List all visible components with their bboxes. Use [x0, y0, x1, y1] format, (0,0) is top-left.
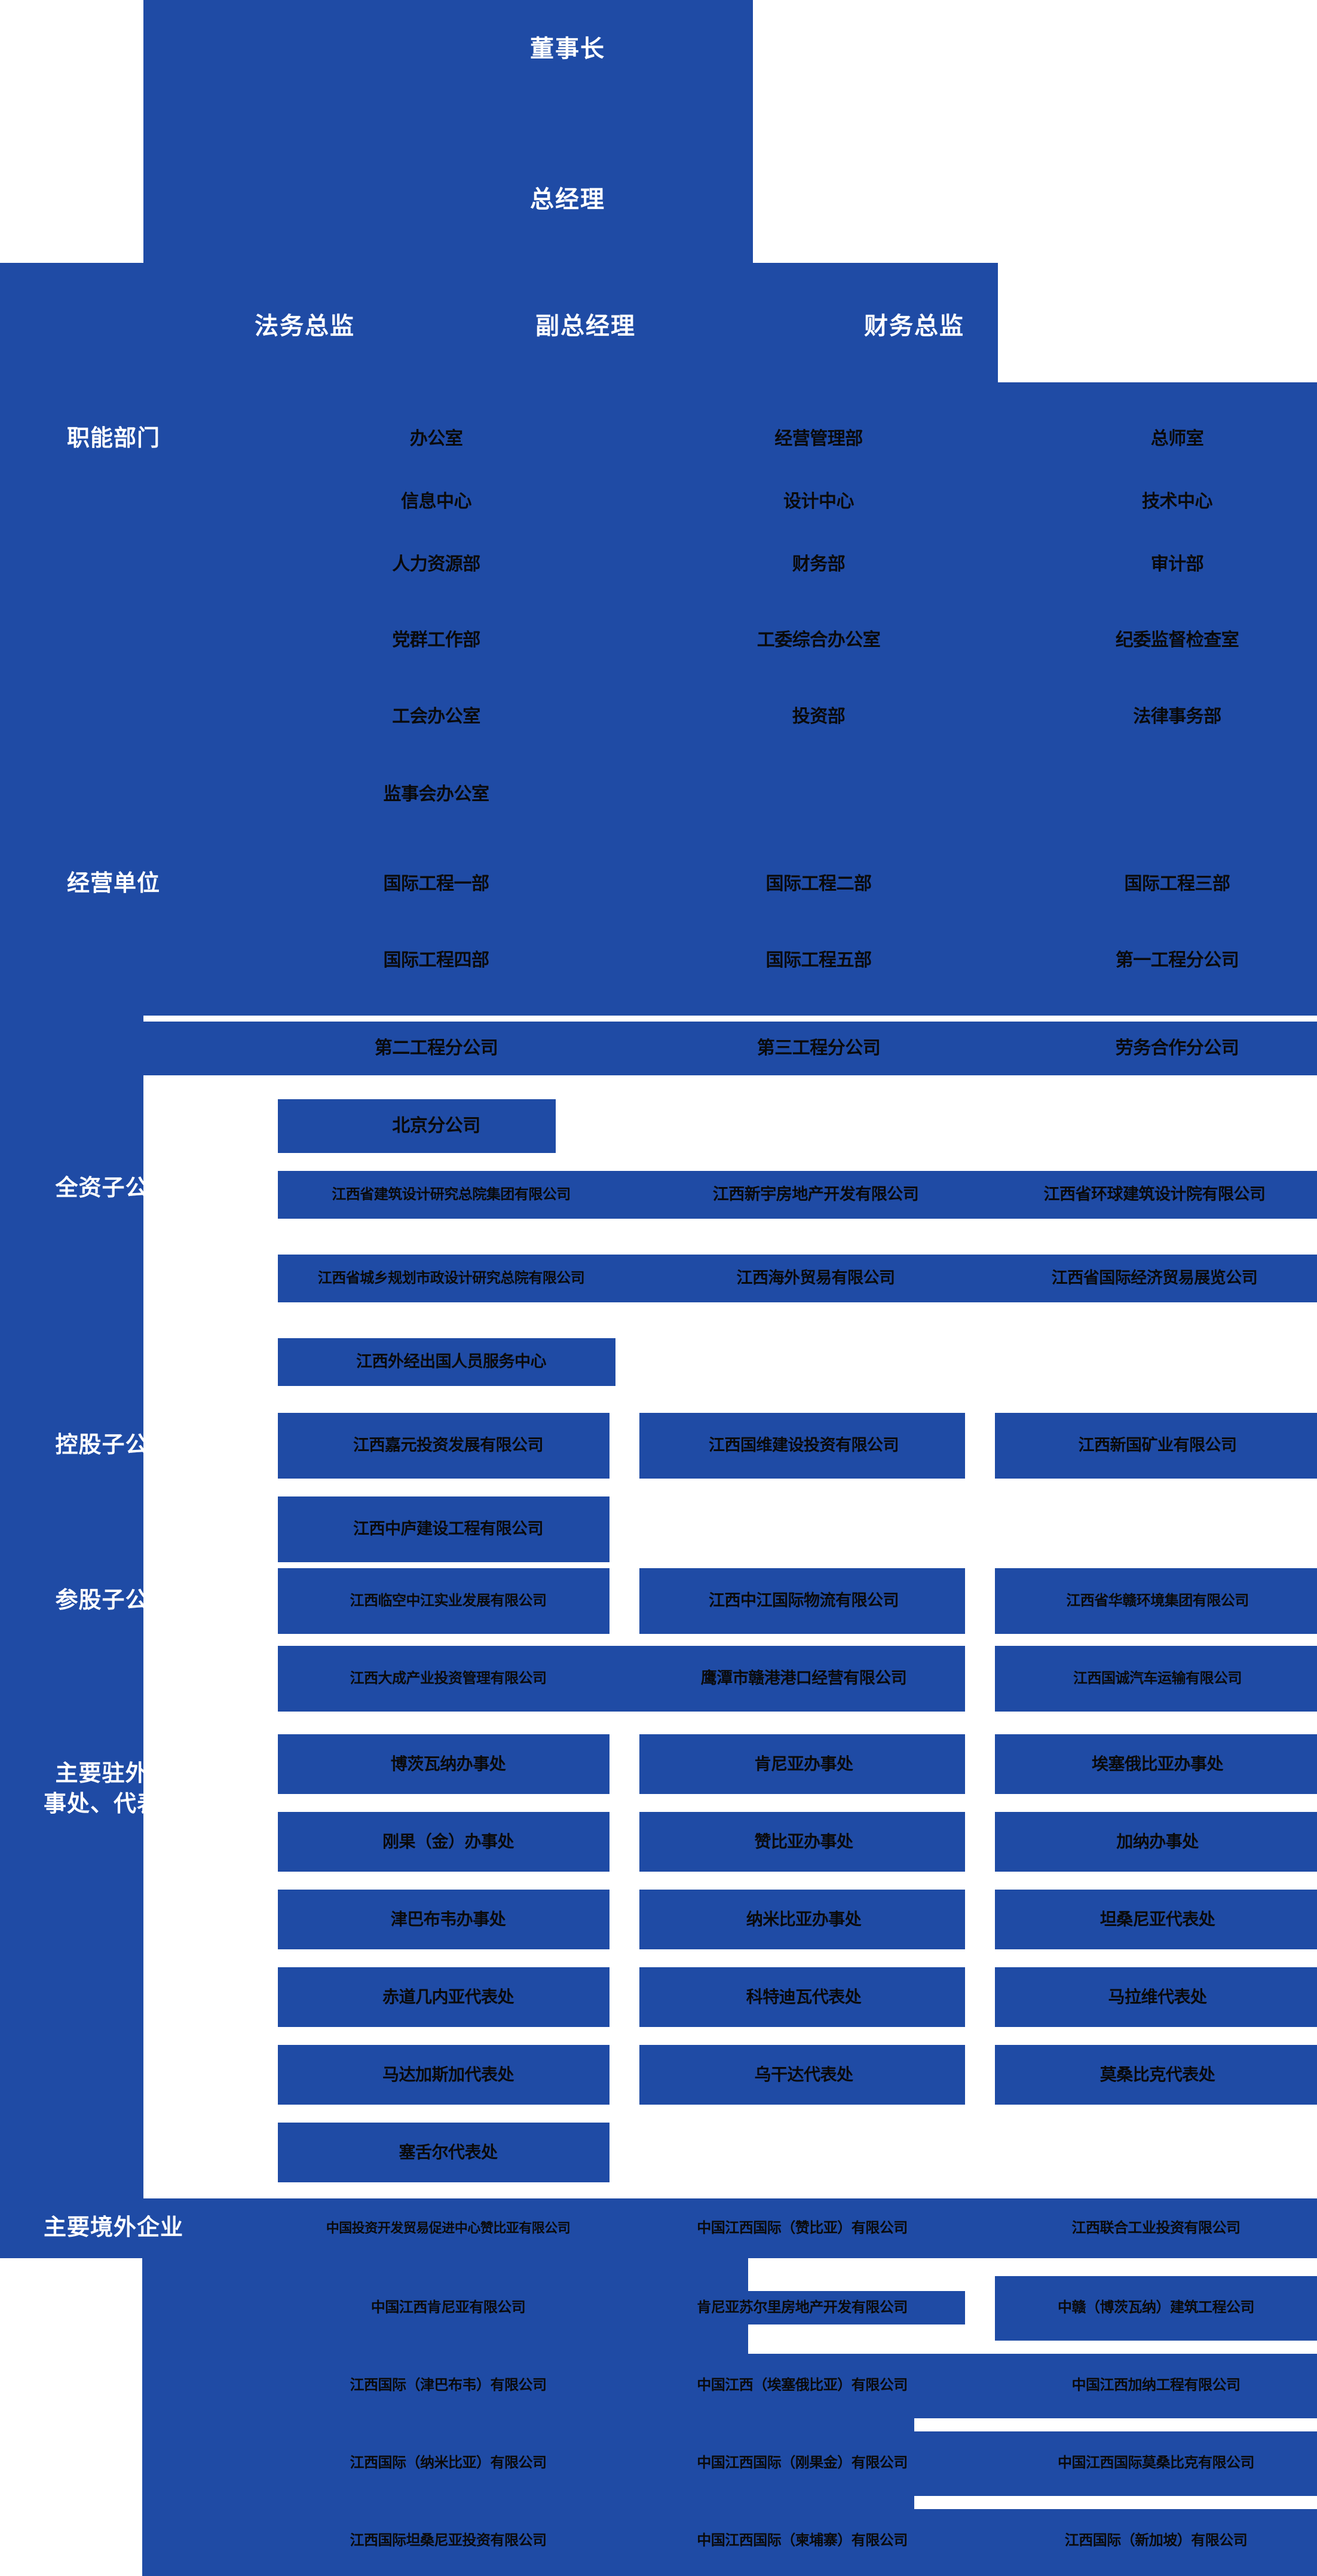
wholly-owned-cell[interactable]: 江西省环球建筑设计院有限公司	[992, 1178, 1317, 1212]
dept-cell[interactable]: 法律事务部	[1052, 702, 1303, 732]
overseas-enterprise-cell[interactable]: 江西国际坦桑尼亚投资有限公司	[281, 2524, 615, 2557]
dept-cell[interactable]: 党群工作部	[323, 625, 550, 655]
dept-cell[interactable]: 审计部	[1052, 550, 1303, 579]
dept-cell[interactable]: 纪委监督检查室	[1052, 625, 1303, 655]
section-label-holding-subsidiaries: 控股子公司	[55, 1433, 172, 1458]
business-unit-cell[interactable]: 国际工程一部	[323, 869, 550, 899]
dept-cell[interactable]: 信息中心	[323, 487, 550, 517]
representative-office-cell[interactable]: 纳米比亚办事处	[642, 1903, 965, 1936]
section-label-business-units: 经营单位	[66, 871, 160, 897]
dept-cell[interactable]: 经营管理部	[687, 424, 950, 454]
holding-subsidiary-cell[interactable]: 江西国维建设投资有限公司	[642, 1429, 965, 1462]
equity-subsidiary-cell[interactable]: 鹰潭市赣港港口经营有限公司	[642, 1662, 965, 1695]
rep-office-label-line1: 主要驻外办	[55, 1761, 172, 1786]
overseas-enterprise-cell[interactable]: 江西联合工业投资有限公司	[995, 2212, 1317, 2245]
business-unit-cell[interactable]: 第三工程分公司	[687, 1034, 950, 1063]
equity-subsidiary-cell[interactable]: 江西临空中江实业发展有限公司	[287, 1584, 610, 1618]
overseas-enterprise-cell[interactable]: 中国江西国际（赞比亚）有限公司	[639, 2212, 965, 2245]
overseas-enterprise-cell[interactable]: 中国江西国际莫桑比克有限公司	[995, 2446, 1317, 2480]
dept-cell[interactable]: 投资部	[687, 702, 950, 732]
wholly-owned-cell[interactable]: 江西海外贸易有限公司	[651, 1262, 980, 1295]
representative-office-cell[interactable]: 赞比亚办事处	[642, 1825, 965, 1859]
representative-office-cell[interactable]: 赤道几内亚代表处	[287, 1980, 610, 2014]
rep-office-label-line2: 事处、代表处	[43, 1792, 183, 1817]
holding-subsidiary-cell[interactable]: 江西新国矿业有限公司	[998, 1429, 1317, 1462]
representative-office-cell[interactable]: 马达加斯加代表处	[287, 2058, 610, 2092]
overseas-enterprise-cell[interactable]: 中国江西加纳工程有限公司	[995, 2369, 1317, 2402]
representative-office-cell[interactable]: 博茨瓦纳办事处	[287, 1747, 610, 1781]
representative-office-cell[interactable]: 乌干达代表处	[642, 2058, 965, 2092]
dept-cell[interactable]: 工委综合办公室	[687, 625, 950, 655]
overseas-enterprise-cell[interactable]: 中国江西肯尼亚有限公司	[281, 2291, 615, 2324]
business-unit-cell[interactable]: 国际工程五部	[687, 946, 950, 976]
representative-office-cell[interactable]: 莫桑比克代表处	[998, 2058, 1317, 2092]
overseas-enterprise-cell[interactable]: 中国江西国际（柬埔寨）有限公司	[639, 2524, 965, 2557]
overseas-enterprise-cell[interactable]: 中赣（博茨瓦纳）建筑工程公司	[995, 2291, 1317, 2324]
chairman-band	[143, 0, 753, 263]
holding-subsidiary-cell[interactable]: 江西中庐建设工程有限公司	[287, 1513, 610, 1546]
business-unit-cell[interactable]: 第二工程分公司	[323, 1034, 550, 1063]
exec-chairman[interactable]: 董事长	[530, 36, 605, 62]
overseas-enterprise-cell[interactable]: 中国江西国际（刚果金）有限公司	[639, 2446, 965, 2480]
section-label-overseas-enterprises: 主要境外企业	[43, 2215, 183, 2241]
equity-subsidiary-cell[interactable]: 江西省华赣环境集团有限公司	[998, 1584, 1317, 1618]
holding-subsidiary-cell[interactable]: 江西嘉元投资发展有限公司	[287, 1429, 610, 1462]
left-spine	[0, 1016, 143, 2235]
overseas-enterprise-cell[interactable]: 中国江西（埃塞俄比亚）有限公司	[639, 2369, 965, 2402]
main-body-band	[0, 382, 1317, 1016]
wholly-owned-cell[interactable]: 江西外经出国人员服务中心	[287, 1345, 615, 1379]
equity-subsidiary-cell[interactable]: 江西中江国际物流有限公司	[642, 1584, 965, 1618]
exec-legal-director[interactable]: 法务总监	[255, 313, 355, 339]
representative-office-cell[interactable]: 科特迪瓦代表处	[642, 1980, 965, 2014]
overseas-enterprise-cell[interactable]: 中国投资开发贸易促进中心赞比亚有限公司	[281, 2212, 615, 2245]
equity-subsidiary-cell[interactable]: 江西大成产业投资管理有限公司	[287, 1662, 610, 1695]
dept-cell[interactable]: 监事会办公室	[323, 780, 550, 809]
executive-band	[0, 263, 998, 382]
representative-office-cell[interactable]: 肯尼亚办事处	[642, 1747, 965, 1781]
dept-cell[interactable]: 财务部	[687, 550, 950, 579]
business-unit-cell[interactable]: 劳务合作分公司	[1052, 1034, 1303, 1063]
dept-cell[interactable]: 技术中心	[1052, 487, 1303, 517]
exec-general-manager[interactable]: 总经理	[530, 186, 605, 213]
representative-office-cell[interactable]: 加纳办事处	[998, 1825, 1317, 1859]
business-unit-cell[interactable]: 国际工程二部	[687, 869, 950, 899]
business-unit-cell[interactable]: 北京分公司	[323, 1111, 550, 1141]
representative-office-cell[interactable]: 刚果（金）办事处	[287, 1825, 610, 1859]
wholly-owned-cell[interactable]: 江西新宇房地产开发有限公司	[651, 1178, 980, 1212]
equity-subsidiary-cell[interactable]: 江西国诚汽车运输有限公司	[998, 1662, 1317, 1695]
business-unit-cell[interactable]: 国际工程三部	[1052, 869, 1303, 899]
representative-office-cell[interactable]: 塞舌尔代表处	[287, 2136, 610, 2169]
representative-office-cell[interactable]: 马拉维代表处	[998, 1980, 1317, 2014]
section-label-equity-subsidiaries: 参股子公司	[55, 1588, 172, 1614]
representative-office-cell[interactable]: 津巴布韦办事处	[287, 1903, 610, 1936]
exec-deputy-general-manager[interactable]: 副总经理	[535, 313, 636, 339]
dept-cell[interactable]: 工会办公室	[323, 702, 550, 732]
section-label-functional-departments: 职能部门	[66, 426, 160, 452]
dept-cell[interactable]: 设计中心	[687, 487, 950, 517]
exec-finance-director[interactable]: 财务总监	[864, 313, 964, 339]
overseas-enterprise-cell[interactable]: 江西国际（新加坡）有限公司	[995, 2524, 1317, 2557]
business-unit-cell[interactable]: 国际工程四部	[323, 946, 550, 976]
overseas-enterprise-cell[interactable]: 江西国际（纳米比亚）有限公司	[281, 2446, 615, 2480]
section-label-representative-offices: 主要驻外办 事处、代表处	[24, 1750, 203, 1828]
representative-office-cell[interactable]: 埃塞俄比亚办事处	[998, 1747, 1317, 1781]
overseas-enterprise-cell[interactable]: 肯尼亚苏尔里房地产开发有限公司	[639, 2291, 965, 2324]
wholly-owned-cell[interactable]: 江西省城乡规划市政设计研究总院有限公司	[287, 1262, 615, 1295]
dept-cell[interactable]: 总师室	[1052, 424, 1303, 454]
wholly-owned-cell[interactable]: 江西省国际经济贸易展览公司	[992, 1262, 1317, 1295]
business-unit-cell[interactable]: 第一工程分公司	[1052, 946, 1303, 976]
representative-office-cell[interactable]: 坦桑尼亚代表处	[998, 1903, 1317, 1936]
dept-cell[interactable]: 人力资源部	[323, 550, 550, 579]
dept-cell[interactable]: 办公室	[323, 424, 550, 454]
wholly-owned-cell[interactable]: 江西省建筑设计研究总院集团有限公司	[287, 1178, 615, 1212]
section-label-wholly-owned: 全资子公司	[55, 1176, 172, 1201]
overseas-enterprise-cell[interactable]: 江西国际（津巴布韦）有限公司	[281, 2369, 615, 2402]
